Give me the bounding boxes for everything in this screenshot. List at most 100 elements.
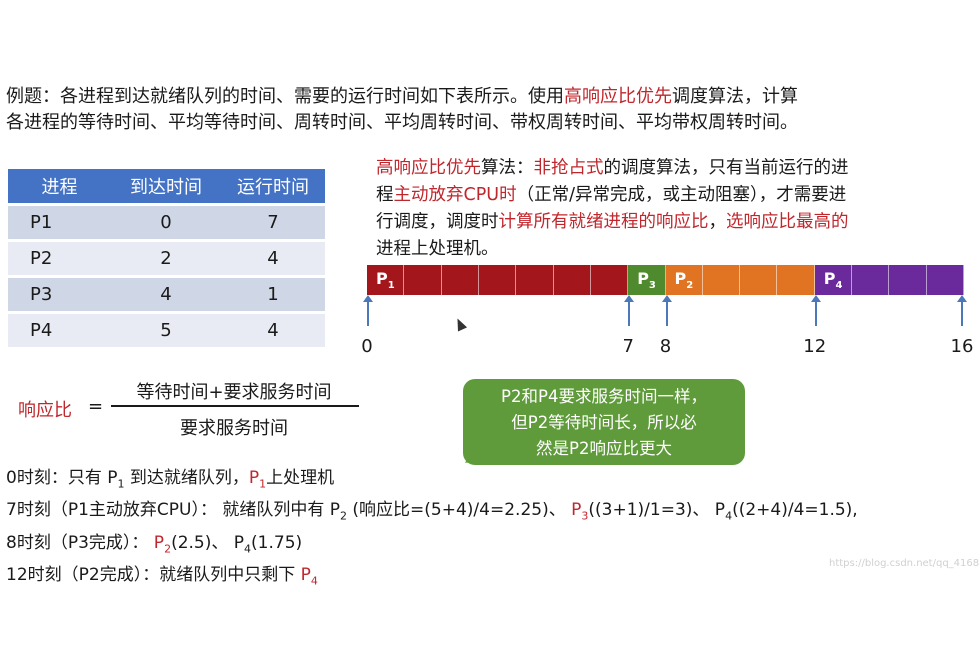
callout-text: P2和P4要求服务时间一样， 但P2等待时间长，所以必 然是P2响应比更大 [468,384,740,462]
gantt-unit [478,265,517,295]
gantt-unit [553,265,591,295]
event-text: 到达就绪队列， [124,468,249,488]
callout-line: 然是P2响应比更大 [536,439,672,458]
gantt-unit [516,265,554,295]
event-text: (1.75) [251,532,303,553]
intro-text-part: 调度算法，计算 [672,86,798,107]
gantt-unit [889,265,927,295]
time-tick-label: 16 [950,336,974,357]
header-process: 进程 [8,169,111,203]
gantt-segment-label: P3 [637,269,656,292]
gantt-unit [777,265,815,295]
gantt-unit [441,265,479,295]
algo-highlight: 选响应比最高的 [726,212,849,232]
gantt-unit [740,265,778,295]
time-arrow [957,295,967,326]
intro-text: 例题：各进程到达就绪队列的时间、需要的运行时间如下表所示。使用高响应比优先调度算… [6,84,798,136]
callout-line: 但P2等待时间长，所以必 [511,413,697,432]
event-text: 8时刻（P3完成）： [6,532,154,553]
table-row: P2 2 4 [8,242,325,275]
cell-arrival: 5 [111,314,221,347]
algorithm-description: 高响应比优先算法：非抢占式的调度算法，只有当前运行的进 程主动放弃CPU时（正常… [376,155,976,263]
time-arrow [624,295,635,326]
time-arrow [661,295,672,326]
event-line-7: 7时刻（P1主动放弃CPU）： 就绪队列中有 P2 (响应比=(5+4)/4=2… [6,497,858,529]
event-sub: 2 [164,542,172,556]
cell-runtime: 7 [221,206,325,239]
callout-line: P2和P4要求服务时间一样， [501,387,707,406]
event-highlight: P [248,468,260,488]
gantt-unit [628,265,666,295]
algo-highlight: 高响应比优先 [376,158,481,178]
event-line-8: 8时刻（P3完成）： P2(2.5)、 P4(1.75) [6,530,858,562]
gantt-unit [926,265,964,295]
event-line-0: 0时刻：只有 P1 到达就绪队列，P1上处理机 [6,465,858,497]
cell-runtime: 4 [221,314,325,347]
gantt-unit [702,265,741,295]
time-tick-label: 8 [659,336,672,357]
event-sub: 1 [259,477,267,491]
gantt-unit [404,265,442,295]
algo-line-3: 行调度，调度时计算所有就绪进程的响应比，选响应比最高的 [376,209,976,236]
formula-denominator: 要求服务时间 [180,418,288,439]
event-sub: 4 [725,509,733,523]
event-sub: 4 [310,574,318,588]
intro-line-2: 各进程的等待时间、平均等待时间、周转时间、平均周转时间、带权周转时间、平均带权周… [6,112,798,133]
event-line-12: 12时刻（P2完成）：就绪队列中只剩下 P4 [6,562,858,594]
event-text: 12时刻（P2完成）：就绪队列中只剩下 [6,565,301,586]
event-text: (响应比=(5+4)/4=2.25)、 [347,500,572,521]
intro-text-part: 例题：各进程到达就绪队列的时间、需要的运行时间如下表所示。使用 [6,86,564,107]
cell-process: P1 [8,206,111,239]
cell-process: P2 [8,242,111,275]
cell-runtime: 1 [221,278,325,311]
header-arrival: 到达时间 [111,169,221,203]
gantt-unit [814,265,853,295]
algo-highlight: 非抢占式 [533,158,604,178]
cell-process: P4 [8,314,111,347]
algo-text: ， [708,212,727,232]
time-arrow [810,295,821,326]
table-row: P3 4 1 [8,278,325,311]
gantt-segment-label: P4 [823,269,843,292]
gantt-unit [852,265,890,295]
callout-bubble [463,379,745,465]
event-text: 7时刻（P1主动放弃CPU）： 就绪队列中有 P [6,500,341,521]
gantt-unit [367,265,405,295]
event-sub: 3 [581,509,589,523]
event-timeline: 0时刻：只有 P1 到达就绪队列，P1上处理机 7时刻（P1主动放弃CPU）： … [6,465,858,595]
event-text: 上处理机 [266,468,335,488]
algo-line-4: 进程上处理机。 [376,239,499,259]
process-table: 进程 到达时间 运行时间 P1 0 7 P2 2 4 P3 4 1 P4 5 4 [8,166,325,350]
cell-arrival: 2 [111,242,221,275]
table-row: P4 5 4 [8,314,325,347]
time-arrow [363,295,373,326]
algo-line-2: 程主动放弃CPU时（正常/异常完成，或主动阻塞），才需要进 [376,182,976,209]
cell-arrival: 4 [111,278,221,311]
gantt-segment-label: P2 [674,269,694,292]
algo-highlight: 主动放弃CPU时 [393,185,517,205]
time-tick-label: 12 [803,336,827,357]
event-text: ((2+4)/4=1.5), [732,500,858,521]
watermark: https://blog.csdn.net/qq_4168 [829,558,979,569]
header-runtime: 运行时间 [221,169,325,203]
algo-text: 的调度算法，只有当前运行的进 [603,158,849,178]
event-text: ((3+1)/1=3)、 P [588,500,726,521]
event-sub: 1 [117,477,125,491]
event-sub: 4 [244,542,252,556]
formula-label: 响应比 [18,400,72,421]
mouse-cursor-icon [452,316,468,332]
formula-equals: = [88,396,104,417]
table-row: P1 0 7 [8,206,325,239]
gantt-unit [590,265,629,295]
event-highlight: P [571,500,582,521]
event-highlight: P [300,565,311,586]
fraction-bar [111,405,359,407]
gantt-unit [665,265,703,295]
algo-text: （正常/异常完成，或主动阻塞），才需要进 [516,185,847,205]
event-highlight: P [153,532,165,553]
event-sub: 2 [340,509,348,523]
formula-numerator: 等待时间+要求服务时间 [136,382,332,403]
algo-text: 算法： [481,158,534,178]
algo-text: 程 [376,185,394,205]
